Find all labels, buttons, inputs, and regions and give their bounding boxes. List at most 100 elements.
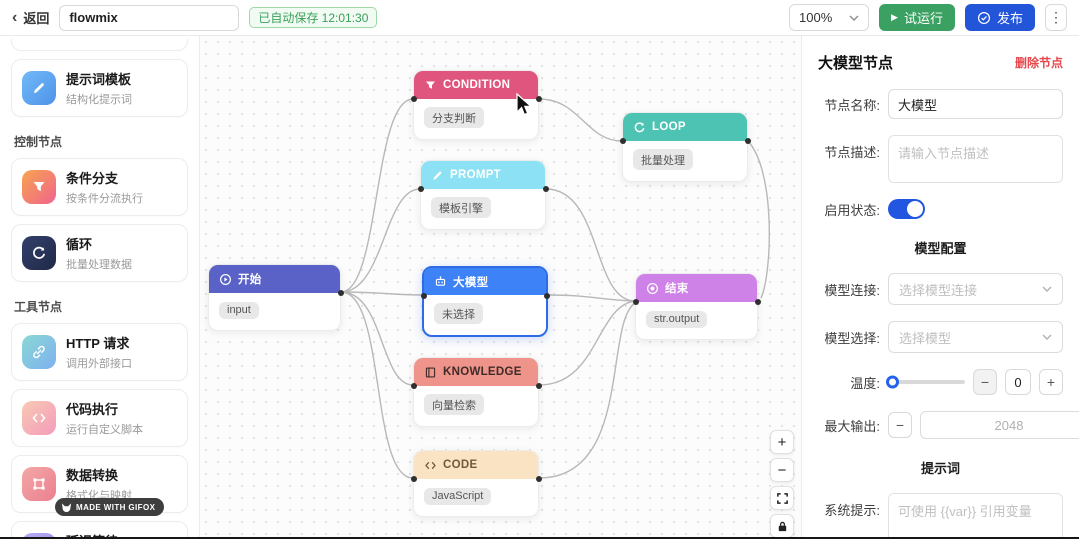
stop-circle-icon	[647, 282, 658, 294]
run-label: 试运行	[903, 11, 943, 26]
node-start[interactable]: 开始 input	[208, 264, 344, 331]
node-title: CODE	[443, 459, 478, 471]
output-port[interactable]	[535, 476, 542, 482]
node-title: 开始	[238, 274, 262, 286]
temperature-minus-button[interactable]: −	[973, 369, 997, 395]
output-port[interactable]	[543, 293, 550, 299]
chevron-down-icon	[1042, 334, 1052, 340]
zoom-in-button[interactable]: +	[770, 430, 794, 454]
model-connection-select[interactable]: 选择模型连接	[888, 273, 1063, 305]
node-knowledge[interactable]: KNOWLEDGE 向量检索	[410, 357, 542, 427]
node-loop[interactable]: LOOP 批量处理	[619, 112, 751, 182]
node-tag: input	[219, 301, 259, 319]
model-connection-placeholder: 选择模型连接	[899, 282, 978, 298]
node-title: CONDITION	[443, 79, 511, 91]
input-port[interactable]	[619, 138, 626, 144]
sidebar-item-condition[interactable]: 条件分支按条件分流执行	[11, 158, 188, 216]
system-prompt-label: 系统提示:	[824, 503, 880, 518]
node-title: 大模型	[453, 276, 489, 289]
robot-icon	[435, 276, 446, 286]
section-label-tools: 工具节点	[14, 300, 63, 314]
temperature-plus-button[interactable]: +	[1039, 369, 1063, 395]
edge-start-code	[340, 291, 414, 479]
watermark-label: MADE WITH GIFOX	[76, 502, 156, 512]
edge-loop-end	[747, 140, 771, 299]
sidebar-item-prompt-template[interactable]: 提示词模板结构化提示词	[11, 59, 188, 117]
temperature-slider[interactable]	[886, 375, 965, 389]
lock-button[interactable]	[770, 514, 794, 538]
check-circle-icon	[977, 11, 991, 24]
input-port[interactable]	[410, 383, 417, 389]
fit-view-button[interactable]	[770, 486, 794, 510]
zoom-out-button[interactable]: −	[770, 458, 794, 482]
card-desc: 运行自定义脚本	[66, 424, 143, 436]
fit-view-icon	[776, 492, 788, 504]
node-name-input[interactable]	[888, 89, 1063, 119]
node-end[interactable]: 结束 str.output	[632, 273, 761, 340]
output-port[interactable]	[542, 186, 549, 192]
chevron-down-icon	[1042, 286, 1052, 292]
card-desc: 结构化提示词	[66, 94, 132, 106]
input-port[interactable]	[632, 299, 639, 305]
made-with-gifox-badge[interactable]: MADE WITH GIFOX	[55, 498, 165, 516]
flow-name-input[interactable]	[59, 4, 240, 31]
node-tag: str.output	[646, 310, 708, 328]
model-config-section-title: 模型配置	[914, 241, 967, 256]
node-tag: 模板引擎	[431, 197, 491, 218]
sidebar-item-loop[interactable]: 循环批量处理数据	[11, 224, 188, 282]
more-menu-button[interactable]: ⋮	[1045, 4, 1067, 31]
card-title: HTTP 请求	[66, 336, 130, 351]
max-output-minus-button[interactable]: −	[888, 412, 912, 438]
publish-button[interactable]: 发布	[964, 4, 1035, 31]
card-desc: 按条件分流执行	[66, 193, 143, 205]
input-port[interactable]	[417, 186, 424, 192]
sidebar-item-code[interactable]: 代码执行运行自定义脚本	[11, 389, 188, 447]
model-connection-label: 模型连接:	[824, 282, 880, 298]
max-output-input[interactable]	[920, 411, 1079, 439]
chevron-down-icon	[849, 15, 859, 21]
output-port[interactable]	[744, 138, 751, 144]
publish-label: 发布	[996, 11, 1023, 26]
pencil-icon	[433, 171, 442, 180]
edge-start-prompt	[340, 188, 421, 293]
zoom-level-select[interactable]: 100%	[789, 4, 870, 31]
edge-start-llm	[340, 291, 424, 296]
code-icon	[425, 461, 436, 469]
card-title: 条件分支	[66, 171, 119, 186]
code-icon	[22, 401, 56, 435]
edge-condition-loop	[538, 98, 623, 142]
node-title: LOOP	[652, 121, 686, 133]
node-prompt[interactable]: PROMPT 模板引擎	[417, 160, 549, 230]
system-prompt-textarea[interactable]	[888, 493, 1063, 539]
book-icon	[425, 366, 436, 378]
node-desc-label: 节点描述:	[824, 145, 880, 160]
output-port[interactable]	[535, 383, 542, 389]
output-port[interactable]	[337, 290, 344, 296]
input-port[interactable]	[410, 476, 417, 482]
flow-canvas[interactable]: CONDITION 分支判断 LOOP 批量处理 PROMPT 模板引擎 开始 …	[200, 36, 801, 539]
enable-state-label: 启用状态:	[824, 202, 880, 218]
node-condition[interactable]: CONDITION 分支判断	[410, 70, 542, 140]
lock-icon	[778, 521, 786, 531]
slider-thumb[interactable]	[886, 375, 899, 389]
node-code[interactable]: CODE JavaScript	[410, 450, 542, 517]
enable-toggle[interactable]	[888, 199, 925, 219]
node-llm[interactable]: 大模型 未选择	[420, 266, 550, 337]
sidebar-item-partial[interactable]	[11, 39, 188, 51]
card-title: 数据转换	[66, 468, 119, 483]
sidebar-item-delay[interactable]: 延迟等待延时执行	[11, 521, 188, 539]
output-port[interactable]	[535, 96, 542, 102]
play-icon: ▶	[891, 12, 898, 22]
back-button[interactable]: ‹ 返回	[12, 8, 49, 27]
delete-node-link[interactable]: 删除节点	[1014, 56, 1063, 70]
refresh-icon	[22, 236, 56, 270]
input-port[interactable]	[410, 96, 417, 102]
model-select[interactable]: 选择模型	[888, 321, 1063, 353]
sidebar-item-http[interactable]: HTTP 请求调用外部接口	[11, 323, 188, 381]
output-port[interactable]	[754, 299, 761, 305]
prompt-section-title: 提示词	[920, 461, 960, 476]
model-select-placeholder: 选择模型	[899, 330, 952, 346]
input-port[interactable]	[420, 293, 427, 299]
node-desc-textarea[interactable]	[888, 135, 1063, 183]
run-button[interactable]: ▶ 试运行	[879, 4, 955, 31]
